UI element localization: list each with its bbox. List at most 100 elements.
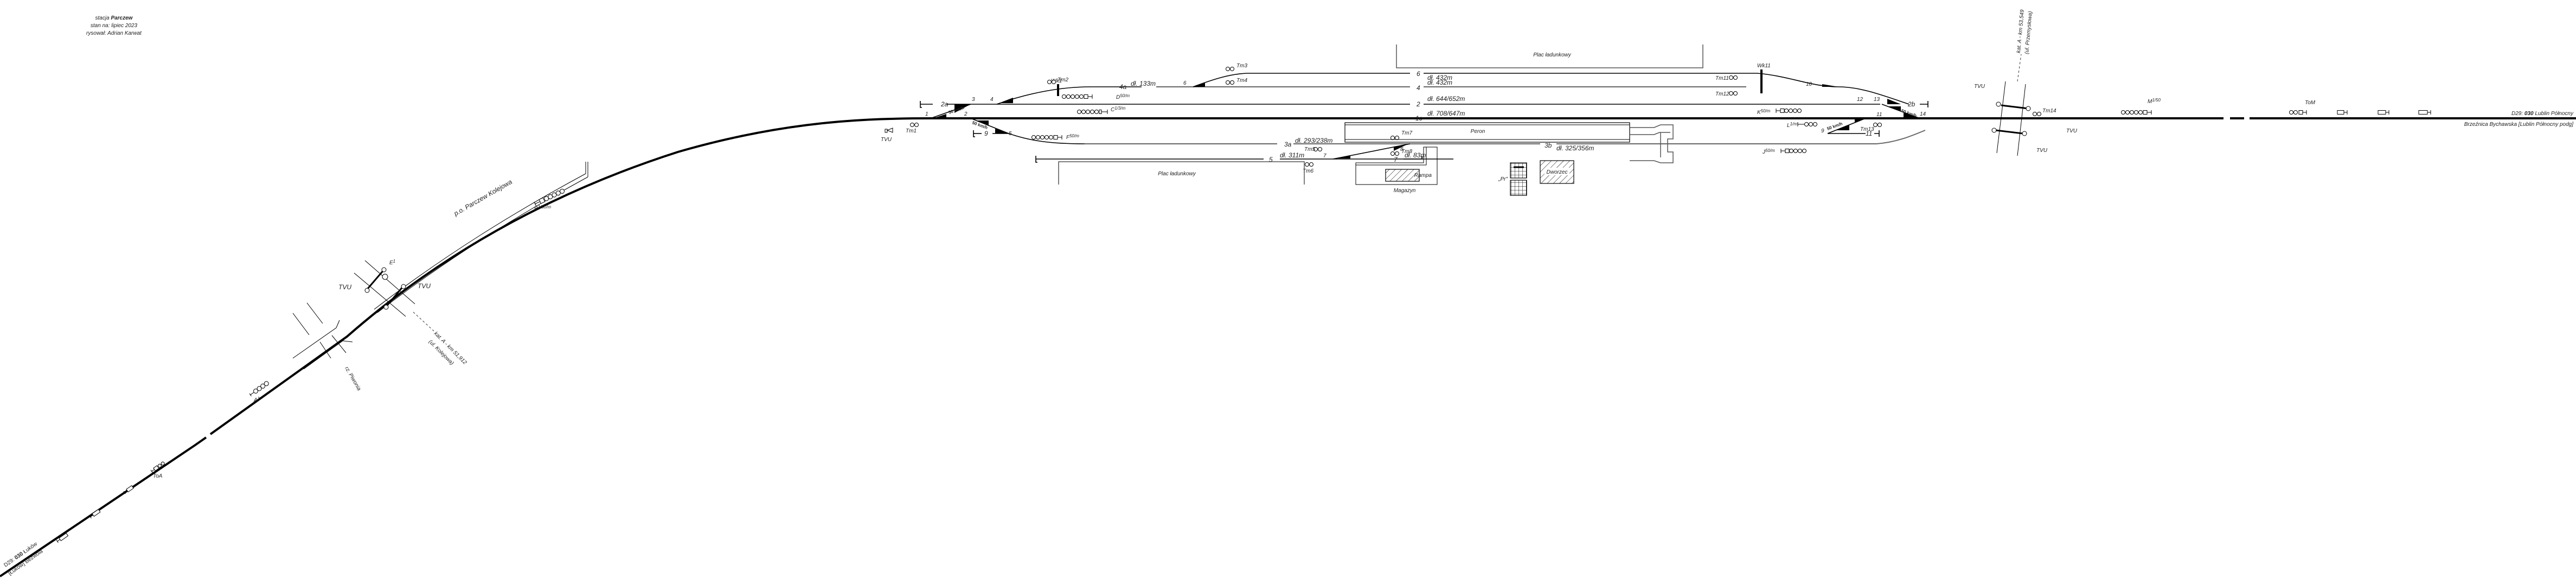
level-crossing-km51: TVU TVU E1 kat. A - km 51,912 (ul. Kolej… [338, 259, 468, 366]
station-title: stacja Parczew [95, 15, 133, 21]
Tm14: Tm14 [2033, 108, 2056, 116]
stop-name: p.o. Parczew Kolejowa [452, 178, 514, 218]
switch-7: 7 [1323, 153, 1327, 159]
Tm2: Tm2 [1047, 77, 1068, 84]
tvu-label-km51-right: TVU [418, 282, 431, 290]
svg-text:F50/m: F50/m [1066, 134, 1079, 141]
svg-text:„Pr": „Pr" [1498, 176, 1508, 182]
distance-board-east-3 [2418, 110, 2431, 115]
signal-B-label: B1/50/m [534, 205, 551, 212]
svg-text:Tm8: Tm8 [1401, 149, 1412, 155]
svg-text:TVU: TVU [881, 137, 892, 143]
svg-text:Tm1: Tm1 [906, 128, 917, 134]
Tm1: Tm1 [906, 123, 919, 134]
Tm7: Tm7 [1390, 130, 1412, 140]
warning-signal-ToA: ToA [150, 461, 165, 479]
signal-M: M1/50 [2121, 98, 2161, 115]
svg-text:Plac ładunkowy: Plac ładunkowy [1533, 52, 1571, 58]
svg-text:L1/m: L1/m [1787, 122, 1797, 129]
west-line-end: D29: 030 Łuków [Łuków] Bezwola [3, 541, 44, 577]
track-3-group: 9 3a dł. 293/238m 3b dł. 325/356m 5 dł. … [970, 118, 1926, 163]
shunting-signals: Tm1 Tm2 Tm3 Tm4 Tm5 Tm6 Tm7 Tm8 Tm11 Tm1… [906, 63, 2056, 174]
svg-text:Dworzec: Dworzec [1547, 169, 1568, 175]
Tm13: Tm13 [1860, 123, 1882, 132]
svg-text:ToM: ToM [2305, 100, 2316, 106]
switch-8: 8 [1400, 147, 1404, 153]
east-next-station: Brzeźnica Bychawska [Lublin Północny pod… [2464, 122, 2573, 128]
track-4a-length: dł. 133m [1131, 80, 1156, 87]
main-line [0, 117, 2576, 577]
signal-B: B1/50/m [534, 188, 565, 212]
signal-E-label: E1 [389, 259, 395, 266]
level-crossing-km53: TVU TVU TVU kat. A - km 53,549 (ul. Prze… [1974, 9, 2078, 156]
switch-11: 11 [1876, 112, 1882, 118]
distance-board-east-2 [2378, 110, 2389, 115]
ramp-warehouse: Rampa Magazyn [1355, 147, 1438, 194]
svg-text:K50/m: K50/m [1757, 109, 1771, 116]
svg-text:Tm6: Tm6 [1303, 168, 1313, 174]
track-6-length: dł. 432m [1427, 74, 1452, 81]
signal-C: C1/3/m [1077, 106, 1126, 114]
warning-signal-ToM: ToM [2289, 100, 2316, 115]
track-9-label: 9 [984, 130, 988, 137]
track-4-label: 4 [1417, 84, 1420, 92]
signal-D: D50/m [1062, 93, 1130, 100]
track-2b-label: 2b [1907, 100, 1915, 108]
track-5-label: 5 [1269, 156, 1273, 163]
svg-text:Tm13: Tm13 [1860, 126, 1874, 132]
track-1c-label: 1c [1415, 115, 1422, 122]
distance-board-1 [123, 485, 134, 494]
track-2-length: dł. 644/652m [1427, 95, 1465, 103]
switch-10: 10 [1806, 81, 1812, 87]
track-1c-length: dł. 708/647m [1427, 110, 1465, 117]
title-block: stacja Parczew stan na: lipiec 2023 ryso… [86, 15, 142, 36]
loading-yard-south: Plac ładunkowy [1058, 161, 1305, 185]
track-2-label: 2 [1416, 100, 1420, 108]
loading-yard-north: Plac ładunkowy [1396, 45, 1703, 68]
track-2-group: 2a 2 dł. 644/652m 2b [920, 95, 1928, 119]
track-3b-length: dł. 325/356m [1556, 144, 1594, 152]
track-6-label: 6 [1417, 70, 1420, 78]
switch-1: 1 [925, 111, 928, 117]
signal-A-label: A1 [253, 396, 260, 403]
east-line-label: D29: 030 Lublin Północny [2511, 111, 2574, 117]
distance-board-2 [89, 509, 101, 519]
Tm8: Tm8 [1390, 149, 1412, 156]
track-7-length: dł. 83m [1405, 151, 1426, 159]
switch-9: 9 [1821, 128, 1824, 134]
Tm5: Tm5 [1304, 147, 1322, 153]
switch-2: 2 [964, 111, 967, 117]
svg-text:M1/50: M1/50 [2148, 98, 2161, 105]
svg-text:Tm3: Tm3 [1236, 63, 1247, 69]
track-4-length: dł. 432m [1427, 79, 1452, 86]
Tm4: Tm4 [1226, 78, 1247, 85]
track-3a-length: dł. 293/238m [1295, 137, 1332, 144]
svg-text:Tm12: Tm12 [1715, 91, 1729, 97]
ToA-label: ToA [153, 473, 163, 479]
signal-A: A1 [249, 381, 269, 403]
river-bridge: rz. Piwonia [292, 302, 362, 392]
svg-text:Peron: Peron [1471, 129, 1485, 135]
distance-board-3 [56, 532, 69, 543]
svg-text:Wk1: Wk1 [1051, 78, 1062, 84]
tvu-west: TVU [881, 128, 893, 143]
track-5-length: dł. 311m [1280, 151, 1304, 159]
signal-box-Pr: „Pr" [1498, 162, 1527, 196]
state-date: stan na: lipiec 2023 [91, 23, 138, 29]
tvu-label-km51-left: TVU [338, 283, 351, 291]
svg-text:TVU: TVU [1974, 84, 1985, 90]
track-3a-label: 3a [1284, 141, 1292, 148]
Tm12: Tm12 [1715, 91, 1738, 97]
svg-text:Tm14: Tm14 [2042, 108, 2056, 114]
signal-J: J50/m [1762, 148, 1806, 155]
main-track-1c [209, 117, 2223, 435]
svg-text:D50/m: D50/m [1116, 93, 1130, 100]
switch-13: 13 [1874, 97, 1880, 103]
svg-text:C1/3/m: C1/3/m [1111, 106, 1126, 113]
track-4a-label: 4a [1119, 83, 1127, 91]
switch-5: 5 [1009, 131, 1012, 137]
svg-text:Magazyn: Magazyn [1394, 188, 1416, 194]
svg-text:Tm2: Tm2 [1058, 77, 1068, 83]
svg-text:TVU: TVU [2036, 148, 2048, 154]
track-11-label: 11 [1866, 130, 1872, 137]
